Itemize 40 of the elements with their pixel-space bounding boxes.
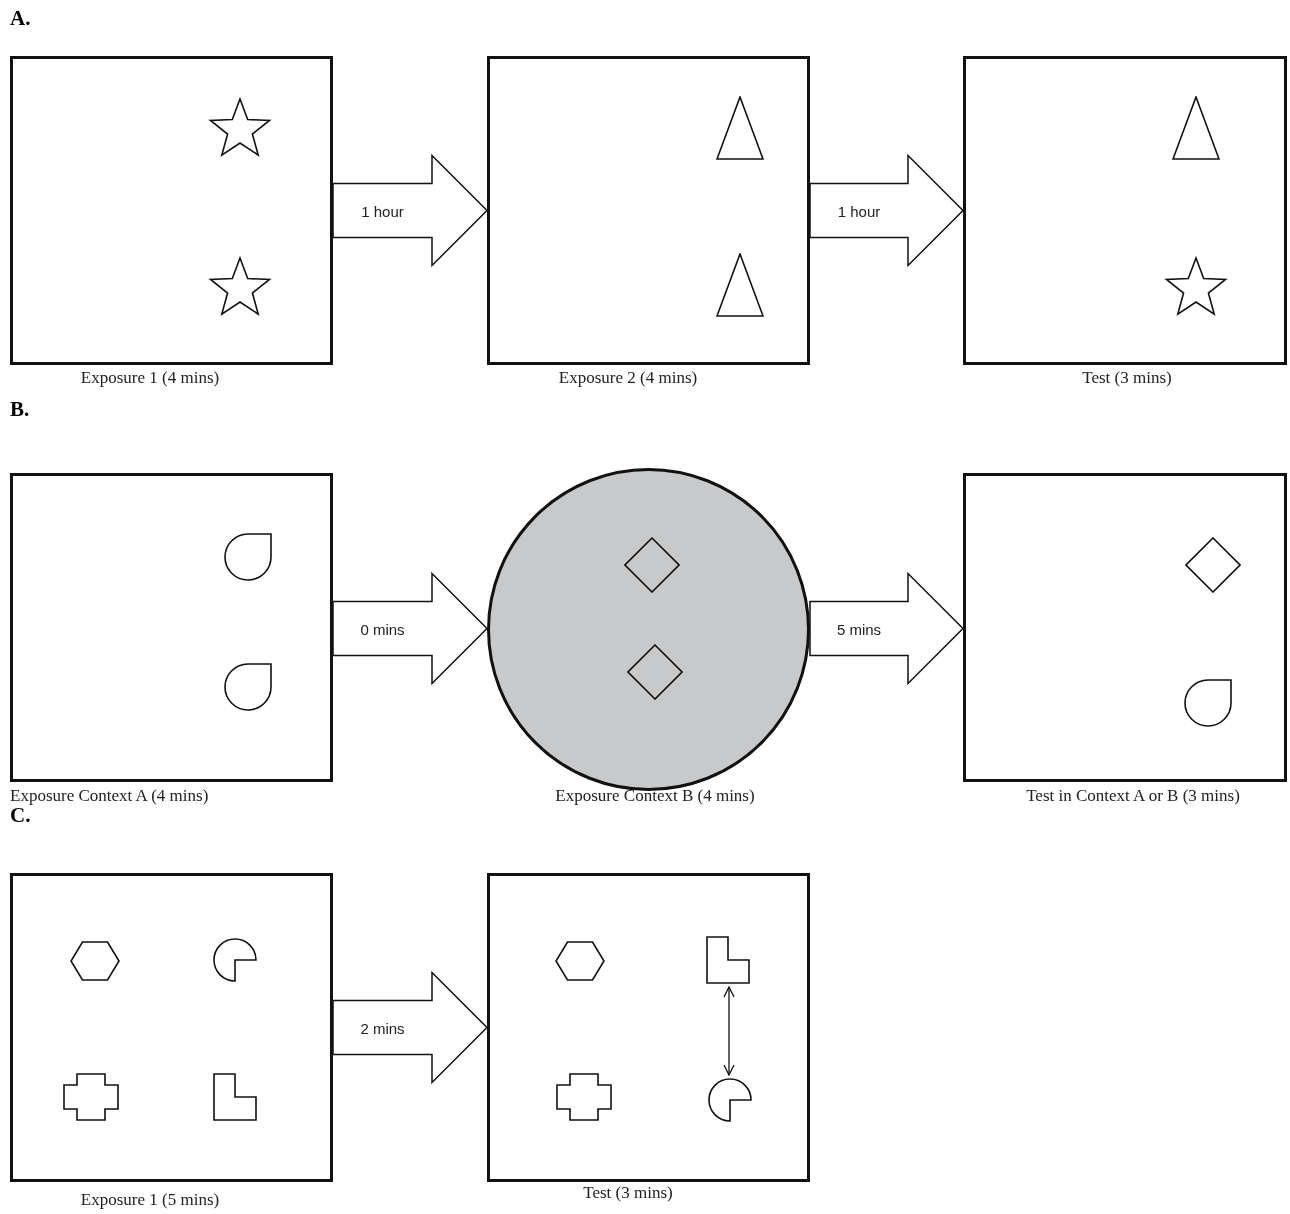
block-arrow [332, 153, 489, 268]
lshape-shape [213, 1073, 257, 1121]
drop-shape [1184, 679, 1232, 727]
panel-letter: B. [10, 397, 30, 422]
drop-shape [224, 533, 272, 581]
diamond-shape [627, 644, 683, 700]
hexagon-shape [70, 941, 120, 981]
lshape-shape [706, 936, 750, 984]
triangle-shape [716, 253, 764, 317]
triangle-shape [1172, 96, 1220, 160]
node-label: Exposure Context A (4 mins) [10, 786, 209, 806]
panel-letter: A. [10, 6, 31, 31]
diamond-shape [624, 537, 680, 593]
diamond-shape [1185, 537, 1241, 593]
node-label: Exposure 2 (4 mins) [558, 368, 698, 388]
node-label: Test (3 mins) [1082, 368, 1172, 388]
arena-box [963, 473, 1287, 782]
block-arrow [809, 571, 965, 686]
arena-box [10, 873, 333, 1182]
drop-shape [224, 663, 272, 711]
cross-shape [556, 1073, 612, 1121]
hexagon-shape [555, 941, 605, 981]
arena-box [487, 873, 810, 1182]
double-arrow [723, 986, 735, 1076]
node-label: Test in Context A or B (3 mins) [1026, 786, 1240, 806]
node-label: Exposure 1 (5 mins) [80, 1190, 220, 1210]
pie-shape [213, 938, 257, 982]
triangle-shape [716, 96, 764, 160]
cross-shape [63, 1073, 119, 1121]
node-label: Test (3 mins) [583, 1183, 673, 1203]
pie-shape [708, 1078, 752, 1122]
block-arrow [332, 970, 489, 1085]
block-arrow [332, 571, 489, 686]
arena-box [963, 56, 1287, 365]
arena-box [10, 473, 333, 782]
block-arrow [809, 153, 965, 268]
arena-box [487, 56, 810, 365]
node-label: Exposure 1 (4 mins) [80, 368, 220, 388]
node-label: Exposure Context B (4 mins) [555, 786, 755, 806]
arena-box [10, 56, 333, 365]
